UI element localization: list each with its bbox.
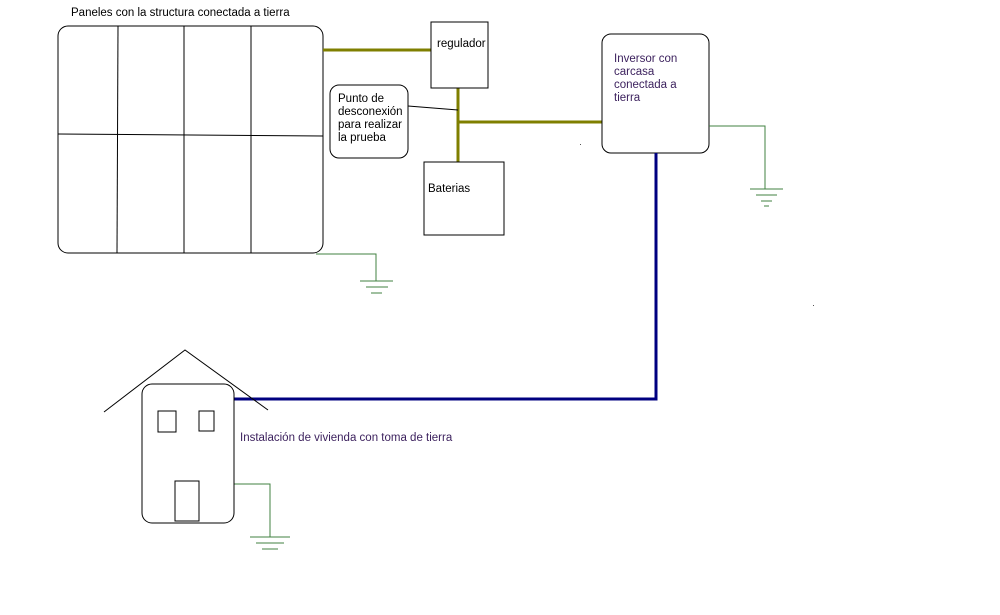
- inverter-label-line: Inversor con: [614, 53, 678, 65]
- disconnect-point-label: Punto de desconexión para realizar la pr…: [338, 93, 403, 145]
- regulator-label: regulador: [437, 38, 486, 50]
- house-ground-wire: [234, 483, 271, 537]
- disconnect-point-line: Punto de: [338, 93, 385, 105]
- panel-ground: [316, 253, 393, 294]
- inverter-label-line: conectada a: [614, 79, 677, 91]
- house-drawing: [103, 349, 269, 524]
- disconnect-point-line: desconexión: [338, 106, 403, 118]
- disconnect-point-callout: [329, 84, 409, 159]
- inverter-ground: [709, 125, 783, 207]
- disconnect-pointer-line: [407, 105, 459, 111]
- house-window: [157, 410, 177, 433]
- inverter-ground-wire: [709, 125, 766, 189]
- house-window: [198, 410, 215, 432]
- solar-panel-divider: [116, 25, 119, 254]
- stray-dot: [813, 305, 814, 306]
- batteries-box: [423, 161, 505, 236]
- ground-symbol-icon: [360, 280, 393, 294]
- regulator-box: [430, 21, 489, 89]
- inverter-label: Inversor con carcasa conectada a tierra: [614, 53, 677, 105]
- panel-ground-wire: [316, 253, 377, 281]
- house-roof: [103, 349, 269, 413]
- inverter-label-line: carcasa: [614, 66, 655, 78]
- house-ground: [234, 483, 290, 550]
- house-door: [174, 480, 200, 522]
- solar-panel-divider: [57, 133, 324, 137]
- disconnect-point-line: la prueba: [338, 132, 386, 144]
- stray-dot: [580, 144, 581, 145]
- inverter-to-house-wire: [232, 153, 658, 401]
- batteries-label: Baterias: [428, 183, 471, 195]
- inverter-label-line: tierra: [614, 92, 641, 104]
- house-label: Instalación de vivienda con toma de tier…: [240, 432, 453, 444]
- house-body: [141, 383, 235, 524]
- solar-panel-frame: [57, 25, 324, 254]
- diagram-title: Paneles con la structura conectada a tie…: [71, 7, 290, 19]
- ground-symbol-icon: [750, 188, 783, 207]
- dc-wiring: [323, 48, 602, 162]
- disconnect-point-line: para realizar: [338, 119, 402, 131]
- ground-symbol-icon: [250, 536, 290, 550]
- solar-panel-array: [57, 25, 324, 254]
